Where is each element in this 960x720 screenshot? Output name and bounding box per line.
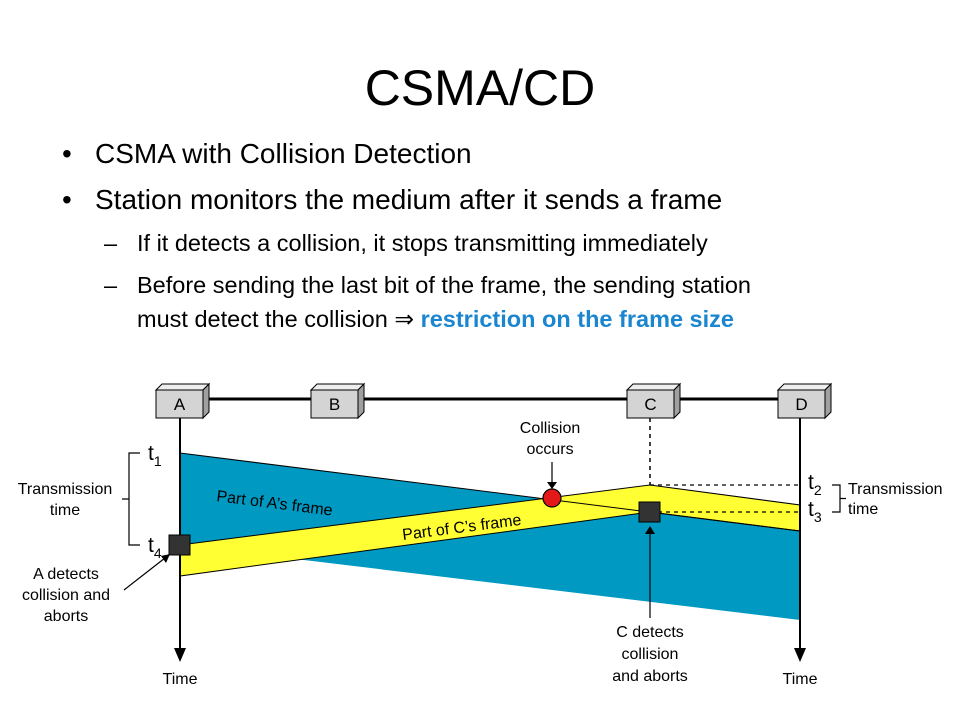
left-brace: [122, 452, 140, 546]
station-d-box: D: [776, 382, 833, 420]
time-label-a: Time: [163, 671, 198, 688]
collision-pointer-arrow-icon: [547, 482, 557, 489]
collision-label-line1: Collision: [520, 420, 580, 437]
time-label-d: Time: [783, 671, 818, 688]
svg-text:t2: t2: [808, 471, 822, 498]
a-detects-label-line2: collision and: [22, 587, 110, 604]
station-d-label: D: [795, 395, 807, 414]
highlighted-text: restriction on the frame size: [420, 306, 734, 332]
t4-subscript: 4: [154, 545, 162, 561]
slide-title: CSMA/CD: [364, 60, 596, 116]
t3-subscript: 3: [814, 509, 822, 525]
station-a-label: A: [174, 395, 186, 414]
t2-subscript: 2: [814, 482, 822, 498]
t4-label: t: [148, 534, 154, 557]
c-detects-arrow-icon: [645, 526, 655, 534]
sub-bullet-text: Before sending the last bit of the frame…: [137, 272, 751, 298]
c-detects-label-line3: and aborts: [612, 668, 688, 685]
implies-arrow-icon: ⇒: [394, 306, 415, 332]
bullet-text: CSMA with Collision Detection: [95, 138, 472, 169]
station-b-box: B: [309, 382, 366, 420]
svg-text:t1: t1: [148, 442, 162, 469]
transmission-time-right-line2: time: [848, 501, 878, 518]
a-detects-pointer: [123, 557, 166, 591]
a-detects-label-line3: aborts: [44, 608, 88, 625]
time-arrow-a-icon: [174, 648, 186, 662]
t1-subscript: 1: [154, 453, 162, 469]
svg-text:t4: t4: [148, 534, 162, 561]
a-detects-arrow-icon: [161, 554, 170, 563]
bullet-text: Station monitors the medium after it sen…: [95, 184, 723, 215]
sub-bullet-text: must detect the collision: [137, 306, 388, 332]
station-c-label: C: [644, 395, 656, 414]
station-b-label: B: [329, 395, 340, 414]
time-arrow-d-icon: [794, 648, 806, 662]
transmission-time-left-line1: Transmission: [18, 481, 113, 498]
right-brace: [832, 484, 846, 513]
a-detect-marker-icon: [168, 534, 191, 556]
station-a-box: A: [154, 382, 211, 420]
a-detects-label-line1: A detects: [33, 566, 99, 583]
svg-text:t3: t3: [808, 498, 822, 525]
t2-label: t: [808, 471, 814, 494]
frame-a-band: [180, 453, 800, 620]
station-c-box: C: [625, 382, 682, 420]
frame-a-edge: [179, 452, 801, 532]
transmission-time-left-line2: time: [50, 502, 80, 519]
collision-point-icon: [542, 488, 562, 508]
c-detects-label-line2: collision: [622, 646, 679, 663]
bullet-dot-icon: •: [62, 184, 72, 215]
dash-icon: –: [104, 272, 118, 298]
t1-label: t: [148, 442, 154, 465]
sub-bullet-text: If it detects a collision, it stops tran…: [137, 230, 708, 256]
dash-icon: –: [104, 230, 118, 256]
c-detect-marker-icon: [638, 501, 661, 523]
c-detects-label-line1: C detects: [616, 624, 684, 641]
bullet-dot-icon: •: [62, 138, 72, 169]
transmission-time-right-line1: Transmission: [848, 481, 943, 498]
t3-label: t: [808, 498, 814, 521]
collision-label-line2: occurs: [526, 441, 573, 458]
